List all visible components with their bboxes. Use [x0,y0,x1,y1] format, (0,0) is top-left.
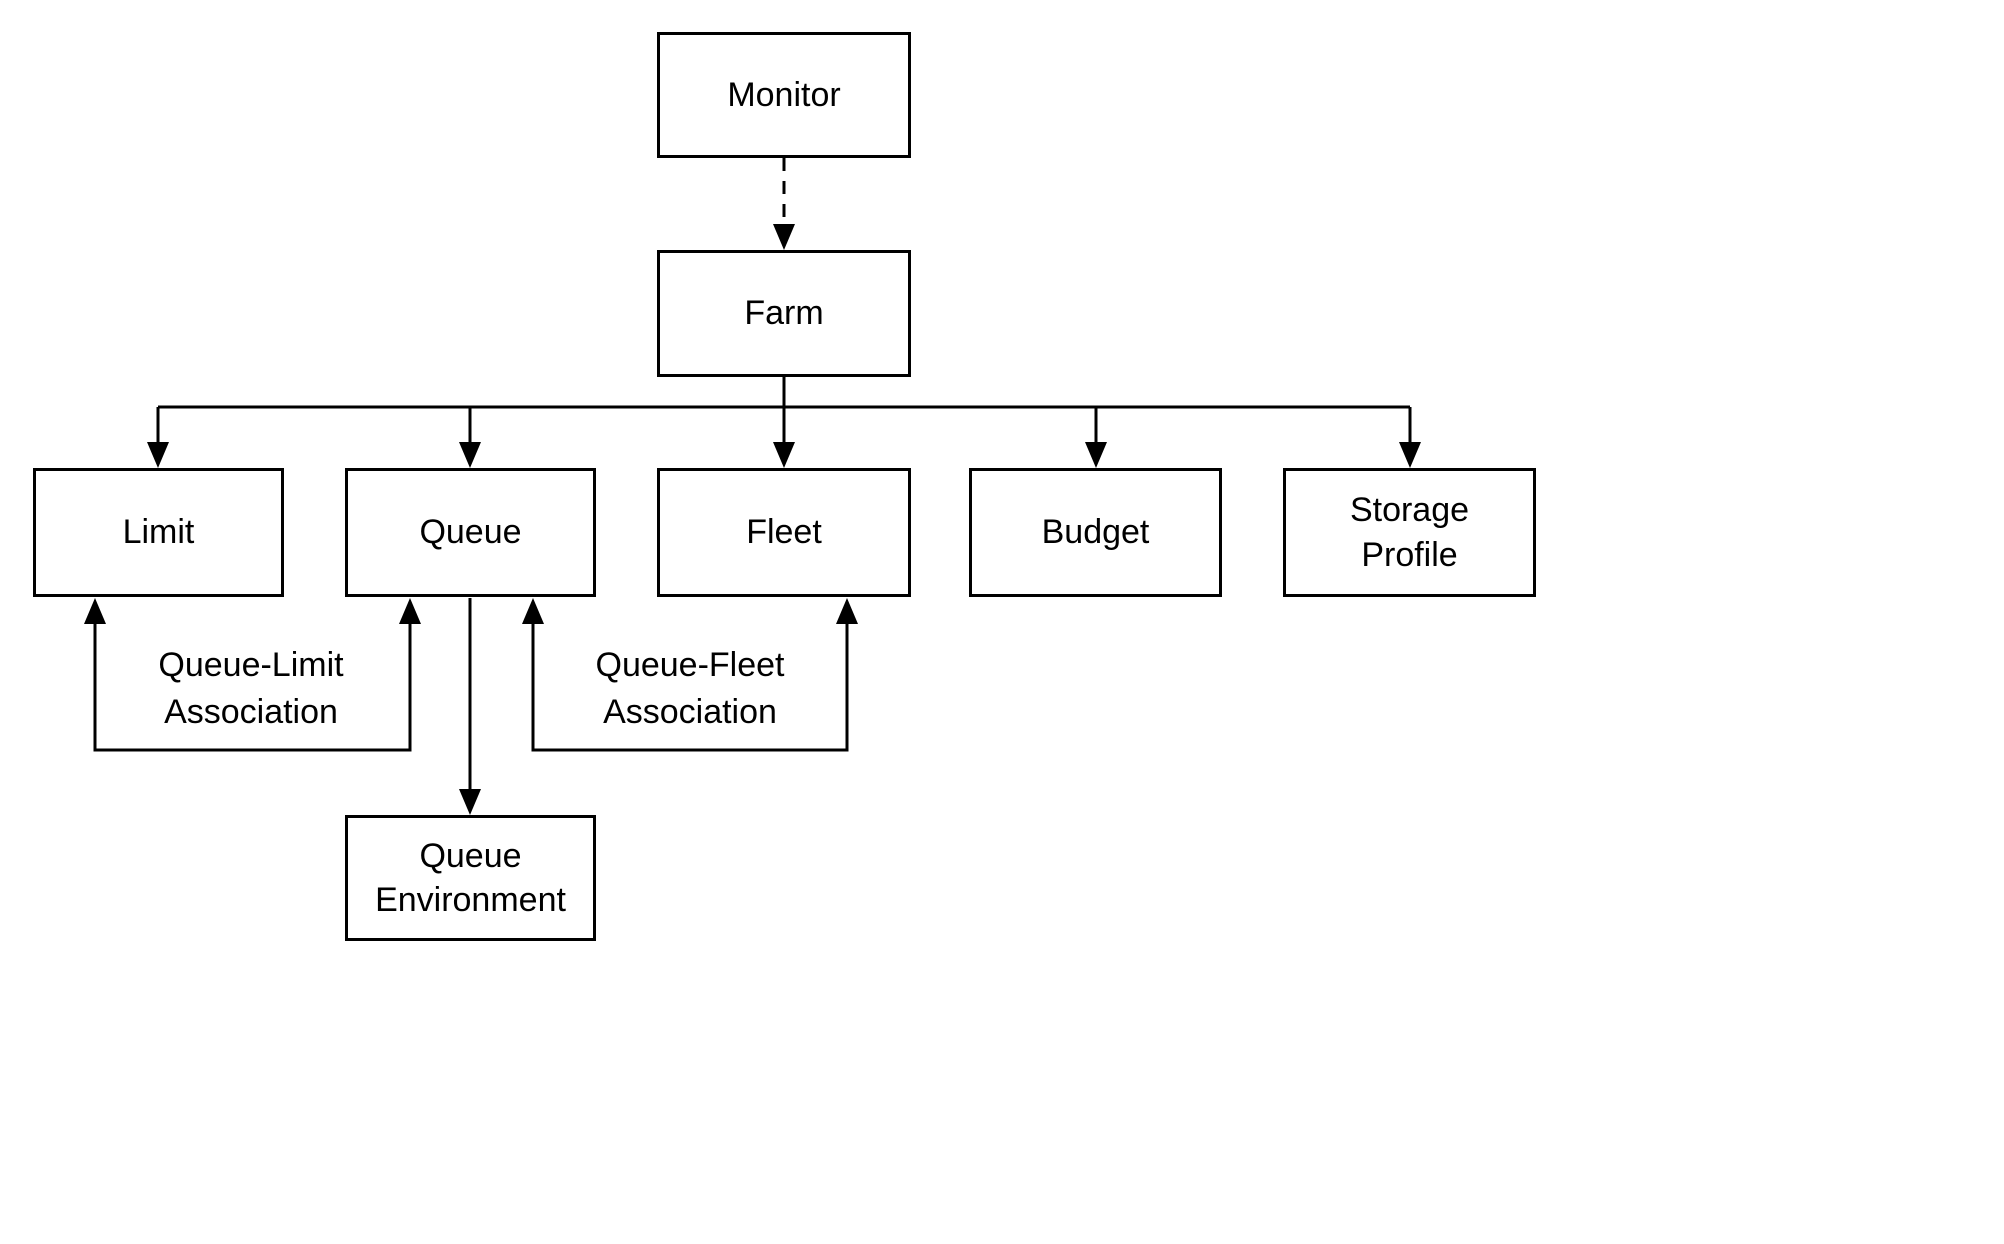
edge-queue-queue-environment [459,598,481,815]
node-fleet: Fleet [657,468,911,597]
node-limit-label: Limit [122,513,195,552]
arrowhead-queue-environment-top [459,789,481,815]
arrowhead-farm-top [773,224,795,250]
arrowhead-queue-bottom-left [399,598,421,624]
arrowhead-limit-bottom [84,598,106,624]
edge-queue-fleet-association [522,598,858,752]
node-storage-profile-label: Storage Profile [1349,491,1470,574]
arrowhead-fleet-top [773,442,795,468]
arrowhead-budget-top [1085,442,1107,468]
node-queue-environment-label: Queue Environment [375,836,566,919]
arrowhead-limit-top [147,442,169,468]
node-monitor-label: Monitor [727,75,841,114]
node-fleet-label: Fleet [746,513,822,552]
edge-label-queue-limit-association: Queue-Limit Association [158,646,344,731]
node-limit: Limit [33,468,284,597]
edge-label-queue-fleet-association: Queue-Fleet Association [595,646,785,731]
arrowhead-fleet-bottom [836,598,858,624]
arrowhead-storage-profile-top [1399,442,1421,468]
arrowhead-queue-top [459,442,481,468]
node-queue-environment: Queue Environment [345,815,596,941]
node-budget-label: Budget [1041,513,1150,552]
edge-monitor-farm [773,158,795,250]
node-queue: Queue [345,468,596,597]
arrowhead-queue-bottom-right [522,598,544,624]
node-queue-label: Queue [419,513,522,552]
node-farm: Farm [657,250,911,377]
node-monitor: Monitor [657,32,911,158]
node-storage-profile: Storage Profile [1283,468,1536,597]
node-budget: Budget [969,468,1222,597]
edge-queue-limit-association [84,598,421,752]
node-farm-label: Farm [744,294,824,333]
edge-farm-fanout [147,377,1421,468]
